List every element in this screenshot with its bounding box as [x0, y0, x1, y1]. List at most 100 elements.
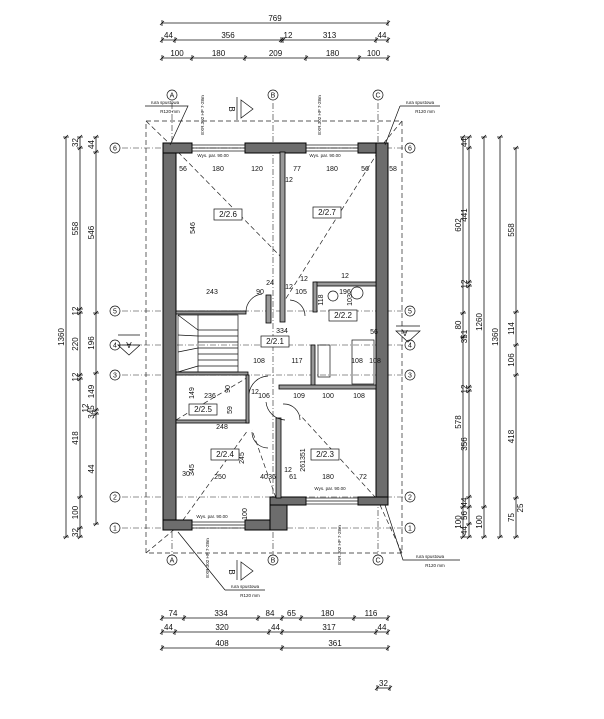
dimension-tick [513, 309, 519, 315]
dimension-tick [93, 149, 99, 155]
dimension-tick [385, 629, 391, 635]
dimension-tick [385, 37, 391, 43]
axis-label-2: 2 [408, 495, 412, 502]
dimension-label: 80 [454, 320, 463, 329]
window-label: EXR.302 HP 7-28m [337, 525, 342, 565]
room-label: 2/2.2 [334, 311, 352, 320]
dimension-label: 100 [71, 505, 80, 519]
window-label: EXR.302 HP 7-28m [200, 95, 205, 135]
dimension-tick [356, 55, 362, 61]
exterior-walls [162, 142, 389, 531]
section-mark-label: A [126, 340, 132, 349]
dimension-tick [172, 629, 178, 635]
interior-dimension: 90 [225, 385, 232, 393]
dimension-tick [298, 615, 304, 621]
dimension-tick [93, 310, 99, 316]
roof-outline [145, 120, 403, 554]
axis-label-1: 1 [113, 526, 117, 533]
axis-label-C: C [375, 93, 380, 100]
dimension-tick [77, 306, 83, 312]
dimension-tick [63, 134, 69, 140]
dimension-tick [159, 55, 165, 61]
dimension-label: 334 [214, 609, 228, 618]
dimension-tick [77, 145, 83, 151]
dimension-label: 408 [215, 639, 229, 648]
dimension-tick [159, 629, 165, 635]
dimension-tick [351, 615, 357, 621]
axis-label-4: 4 [113, 343, 117, 350]
dimension-tick [513, 495, 519, 501]
room-label: 2/2.7 [318, 208, 336, 217]
dimension-label: 100 [454, 515, 463, 529]
dimension-tick [159, 37, 165, 43]
interior-dimension: 108 [369, 358, 381, 365]
interior-dimension: 108 [353, 393, 365, 400]
interior-dimension: 36 [268, 474, 276, 481]
interior-dimension: 261351 [300, 448, 307, 471]
dimension-label: 361 [328, 639, 342, 648]
dimension-label: 558 [507, 223, 516, 237]
interior-dimension: 108 [253, 358, 265, 365]
dimension-tick [466, 388, 472, 394]
dimension-label: 32 [71, 528, 80, 537]
room-tag-box [310, 448, 340, 461]
dimension-tick [466, 279, 472, 285]
dimension-label: 44 [164, 623, 173, 632]
interior-dimension: 250 [214, 474, 226, 481]
dimension-tick [172, 37, 178, 43]
axis-label-A: A [170, 93, 175, 100]
dimension-label: 196 [87, 336, 96, 350]
dimension-label: 44 [87, 464, 96, 473]
parapet-label: Wys. par. 90.00 [314, 486, 346, 491]
section-mark-label: A [402, 328, 408, 337]
interior-dimension: 345 [189, 464, 196, 476]
room-tag-box [260, 335, 290, 348]
axis-label-2: 2 [113, 495, 117, 502]
dimension-tick [513, 342, 519, 348]
dimension-tick [466, 145, 472, 151]
dimension-label: 25 [516, 503, 525, 512]
interior-dimension: 12 [284, 467, 292, 474]
interior-dimension: 180 [322, 474, 334, 481]
dimension-label: 12 [460, 279, 469, 288]
dimension-tick [159, 20, 165, 26]
dimension-tick [77, 310, 83, 316]
dimension-tick [93, 521, 99, 527]
room-tag-box [210, 448, 240, 461]
interior-dimension: 24 [266, 280, 274, 287]
section-mark-label: B [227, 106, 236, 111]
dimension-tick [77, 525, 83, 531]
dimension-label: 116 [365, 609, 378, 618]
dimension-label: 100 [367, 49, 381, 58]
dimension-tick [513, 145, 519, 151]
dimension-tick [385, 55, 391, 61]
dimension-tick [77, 376, 83, 382]
dimension-tick [466, 283, 472, 289]
dimension-tick [513, 534, 519, 540]
dimension-tick [387, 685, 393, 691]
dimension-label: 180 [326, 49, 340, 58]
dimension-label: 769 [268, 14, 282, 23]
dimension-label: 44 [271, 623, 280, 632]
interior-dimension: 100 [322, 393, 334, 400]
axis-bubble [404, 305, 416, 317]
interior-dimension: 59 [227, 406, 234, 414]
dimension-tick [159, 615, 165, 621]
dimension-label: 44 [378, 31, 387, 40]
dimension-label: 44 [164, 31, 173, 40]
interior-dimension: 236 [204, 393, 216, 400]
dimension-tick [481, 134, 487, 140]
dimension-tick [77, 372, 83, 378]
room-label: 2/2.3 [316, 450, 334, 459]
dimension-label: 12 [71, 306, 80, 315]
dimension-label: 602 [454, 218, 463, 232]
dimension-label: 32 [71, 138, 80, 147]
axis-label-B: B [271, 558, 276, 565]
dimension-tick [466, 504, 472, 510]
axis-bubble [109, 522, 121, 534]
interior-dimension: 90 [256, 289, 264, 296]
dimension-tick [460, 134, 466, 140]
dimension-tick [481, 534, 487, 540]
